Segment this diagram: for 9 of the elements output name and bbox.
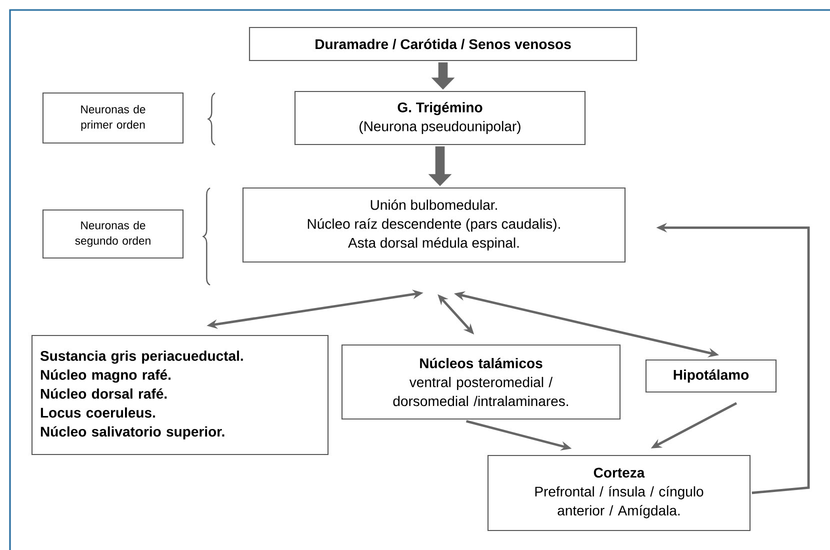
process-box: Unión bulbomedular. Núcleo raíz descendente (pars caudalis). Asta dorsal médula espinal.	[242, 187, 626, 263]
process-box: Núcleos talámicos ventral posteromedial / dorsomedial /intralaminares.	[341, 344, 621, 420]
process-box: Sustancia gris periacueductal. Núcleo magno rafé. Núcleo dorsal rafé. Locus coeruleus. Núcleo salivatorio superior.	[31, 334, 329, 456]
label-box: Neuronas de segundo orden	[42, 209, 184, 259]
process-box: Hipotálamo	[645, 359, 777, 393]
process-box: Corteza Prefrontal / ínsula / cíngulo anterior / Amígdala.	[487, 454, 751, 532]
source-box: Duramadre / Carótida / Senos venosos	[248, 26, 638, 62]
label-box: Neuronas de primer orden	[42, 92, 184, 144]
process-box: G. Trigémino (Neurona pseudounipolar)	[294, 90, 586, 146]
